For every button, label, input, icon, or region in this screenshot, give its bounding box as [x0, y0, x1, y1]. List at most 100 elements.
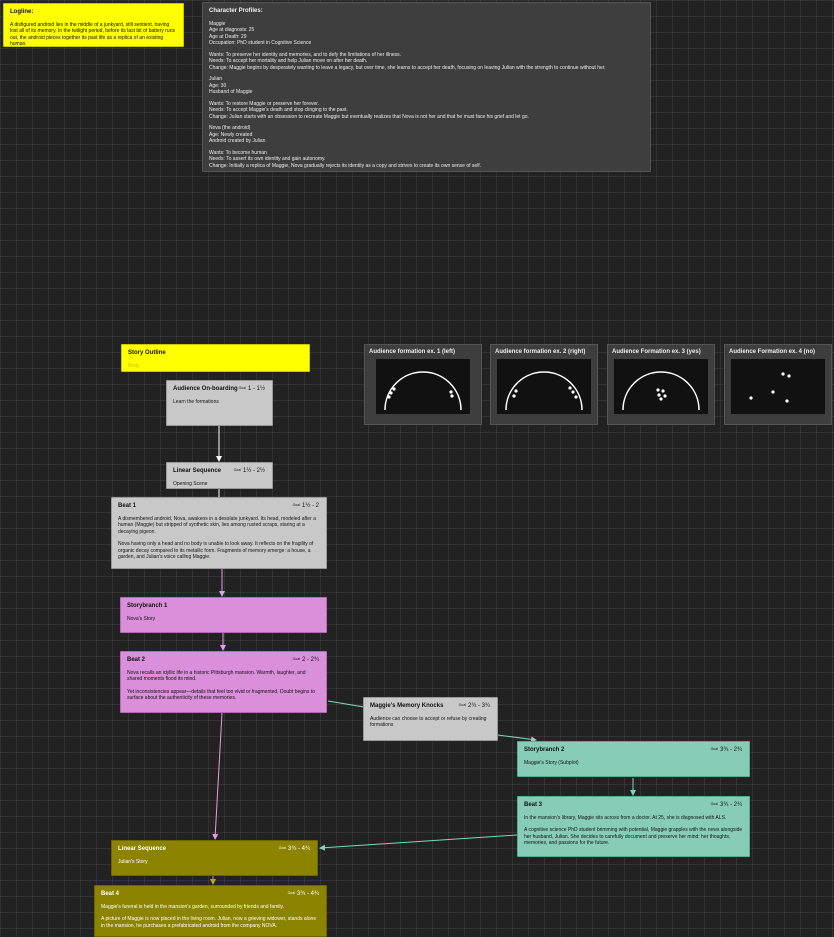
goal-value: 2¾ - 3¾ [467, 703, 490, 709]
goal-value: 2 - 2¾ [301, 657, 319, 663]
card-body: Julian's Story [118, 858, 148, 865]
formation-example-2[interactable]: Audience formation ex. 2 (right) [490, 344, 598, 425]
profile-line: Android created by Julian [209, 138, 266, 145]
profile-line: Age at diagnosis: 25 [209, 27, 255, 34]
profile-line: Wants: To preserve her identity and memo… [209, 51, 402, 58]
goal-label: Goal [238, 386, 246, 390]
profile-line: Change: Initially a replica of Maggie, N… [209, 162, 482, 169]
goal-value: 3¾ - 4¾ [296, 891, 319, 897]
card-title: Storybranch 1 [127, 603, 168, 609]
profile-line: Age: 30 [209, 82, 227, 89]
formation-diagram [505, 371, 583, 411]
formation-screen [614, 359, 708, 414]
goal-value: 3¾ - 2¾ [719, 747, 742, 753]
formation-title: Audience formation ex. 1 (left) [369, 349, 456, 355]
formation-title: Audience Formation ex. 3 (yes) [612, 349, 701, 355]
profile-line: Needs: To assert its own identity and ga… [209, 156, 326, 163]
profile-block: Wants: To restore Maggie or preserve her… [209, 101, 644, 121]
formation-example-4[interactable]: Audience Formation ex. 4 (no) [724, 344, 832, 425]
card-title: Beat 2 [127, 657, 146, 663]
card-body: Nova having only a head and no body is u… [118, 541, 314, 561]
profile-block: Wants: To preserve her identity and memo… [209, 52, 644, 72]
story-outline-note[interactable]: Story Outline Body [121, 344, 310, 372]
profiles-title: Character Profiles: [209, 8, 263, 14]
outline-subtitle: Body [128, 362, 140, 369]
logline-title: Logline: [10, 9, 34, 15]
profile-line: Needs: To accept Maggie's death and stop… [209, 107, 348, 114]
card-title: Beat 4 [101, 891, 120, 897]
profile-block: Nova (the android) Age: Newly created An… [209, 125, 644, 145]
profile-line: Change: Maggie begins by desperately wan… [209, 64, 606, 71]
profile-line: Husband of Maggie [209, 89, 253, 96]
storybranch-1-card[interactable]: Storybranch 1 Nova's Story [120, 597, 327, 633]
wire-beat2-knocks [327, 700, 365, 708]
profile-line: Maggie [209, 20, 226, 27]
profile-line: Age: Newly created [209, 131, 253, 138]
formation-diagram [622, 371, 700, 411]
formation-screen [731, 359, 825, 414]
card-body: Learn the formations [173, 398, 219, 405]
card-title: Beat 1 [118, 503, 137, 509]
formation-example-1[interactable]: Audience formation ex. 1 (left) [364, 344, 482, 425]
goal-label: Goal [458, 703, 466, 707]
outline-title: Story Outline [128, 350, 166, 356]
card-title: Beat 3 [524, 802, 543, 808]
profile-line: Nova (the android) [209, 125, 251, 132]
card-title: Storybranch 2 [524, 747, 565, 753]
profile-block: Julian Age: 30 Husband of Maggie [209, 76, 644, 96]
card-title: Linear Sequence [173, 468, 222, 474]
card-title: Maggie's Memory Knocks [370, 703, 444, 709]
formation-diagram [749, 372, 791, 403]
goal-label: Goal [710, 747, 718, 751]
goal-value: 1½ - 2½ [242, 468, 265, 474]
card-body: In the mansion's library, Maggie sits ac… [524, 814, 727, 821]
profile-line: Change: Julian starts with an obsession … [209, 113, 529, 120]
formation-screen [497, 359, 591, 414]
formation-title: Audience formation ex. 2 (right) [495, 349, 586, 355]
card-body: Maggie's Story (Subplot) [524, 759, 579, 766]
goal-label: Goal [292, 657, 300, 661]
profile-line: Julian [209, 76, 223, 83]
goal-label: Goal [233, 468, 241, 472]
profile-line: Wants: To restore Maggie or preserve her… [209, 100, 320, 107]
goal-label: Goal [287, 891, 295, 895]
profile-block: Wants: To become human Needs: To assert … [209, 150, 644, 170]
wire-beat3-linear2 [319, 834, 518, 851]
goal-value: 1½ - 2 [301, 503, 319, 509]
goal-value: 3¾ - 2¾ [719, 802, 742, 808]
card-body: A picture of Maggie is now placed in the… [101, 916, 317, 929]
formation-title: Audience Formation ex. 4 (no) [729, 349, 816, 355]
formation-example-3[interactable]: Audience Formation ex. 3 (yes) [607, 344, 715, 425]
profile-line: Needs: To accept her mortality and help … [209, 58, 368, 65]
profile-block: Maggie Age at diagnosis: 25 Age at Death… [209, 21, 644, 47]
card-title: Audience On-boarding [173, 386, 238, 392]
card-body: Nova's Story [127, 615, 156, 622]
goal-label: Goal [710, 802, 718, 806]
card-title: Linear Sequence [118, 846, 167, 852]
character-profiles-note[interactable]: Character Profiles: Maggie Age at diagno… [202, 2, 651, 172]
profile-line: Wants: To become human [209, 149, 267, 156]
card-body: Maggie's funeral is held in the mansion'… [101, 903, 285, 910]
goal-value: 3¾ - 4¾ [287, 846, 310, 852]
logline-note[interactable]: Logline: A disfigured android lies in th… [3, 3, 184, 47]
profile-line: Occupation: PhD student in Cognitive Sci… [209, 40, 312, 47]
card-body: Audience can choose to accept or refuse … [370, 715, 488, 729]
goal-label: Goal [278, 846, 286, 850]
